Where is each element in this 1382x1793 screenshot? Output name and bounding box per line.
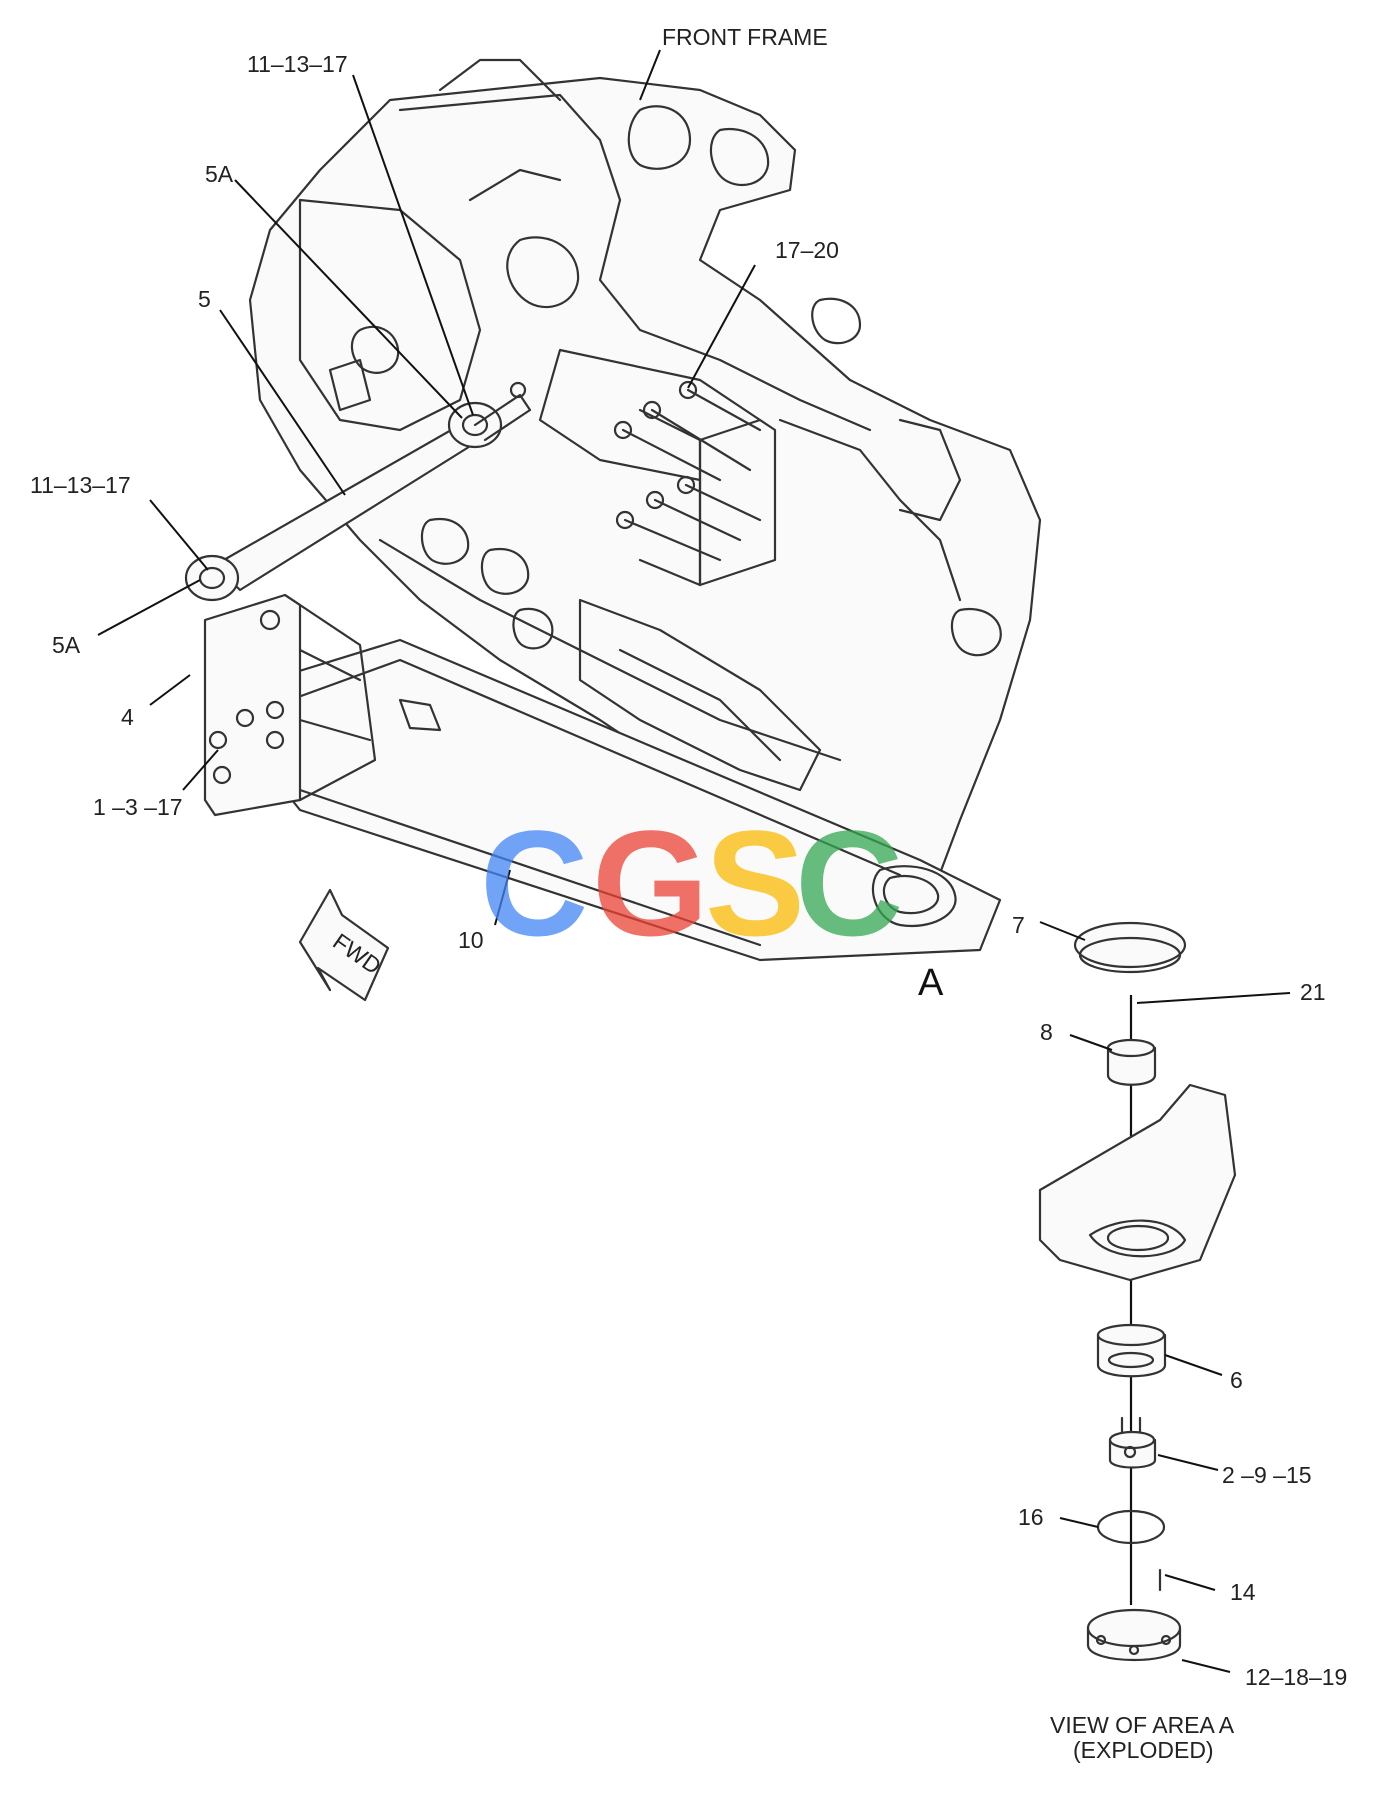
callout-5a-top: 5A <box>205 161 234 187</box>
watermark: C G S C <box>480 799 903 967</box>
exploded-view-drawing <box>1038 921 1237 1662</box>
callout-12-18-19: 12–18–19 <box>1245 1664 1347 1690</box>
leader-lines <box>97 49 1291 1673</box>
callout-11-13-17-left: 11–13–17 <box>30 472 131 498</box>
callout-10: 10 <box>458 927 484 953</box>
lower-beam-drawing <box>258 638 1002 962</box>
callout-5: 5 <box>198 286 211 312</box>
callout-2-9-15: 2 –9 –15 <box>1222 1462 1312 1488</box>
watermark-letter-g: G <box>592 799 709 967</box>
area-marker-a: A <box>918 962 944 1004</box>
front-frame-drawing <box>248 58 1042 932</box>
watermark-letter-c1: C <box>480 799 588 967</box>
callout-5a-left: 5A <box>52 632 81 658</box>
view-caption-line1: VIEW OF AREA A <box>1050 1712 1235 1738</box>
callout-4: 4 <box>121 704 134 730</box>
callout-11-13-17-top: 11–13–17 <box>247 51 348 77</box>
callout-21: 21 <box>1300 979 1326 1005</box>
mount-bracket-drawing <box>203 593 377 817</box>
callout-7: 7 <box>1012 912 1025 938</box>
callout-front-frame: FRONT FRAME <box>662 24 828 50</box>
callout-17-20: 17–20 <box>775 237 839 263</box>
callout-16: 16 <box>1018 1504 1044 1530</box>
view-caption-line2: (EXPLODED) <box>1073 1737 1214 1763</box>
watermark-letter-c2: C <box>795 799 903 967</box>
fwd-direction-arrow: FWD <box>298 888 390 1002</box>
callout-labels: FRONT FRAME 11–13–17 5A 17–20 5 11–13–17… <box>30 24 1347 1763</box>
rear-bracket-drawing <box>613 380 777 587</box>
callout-6: 6 <box>1230 1367 1243 1393</box>
rod-drawing <box>184 381 532 602</box>
watermark-letter-s: S <box>705 799 805 967</box>
callout-1-3-17: 1 –3 –17 <box>93 794 183 820</box>
callout-14: 14 <box>1230 1579 1256 1605</box>
callout-8: 8 <box>1040 1019 1053 1045</box>
